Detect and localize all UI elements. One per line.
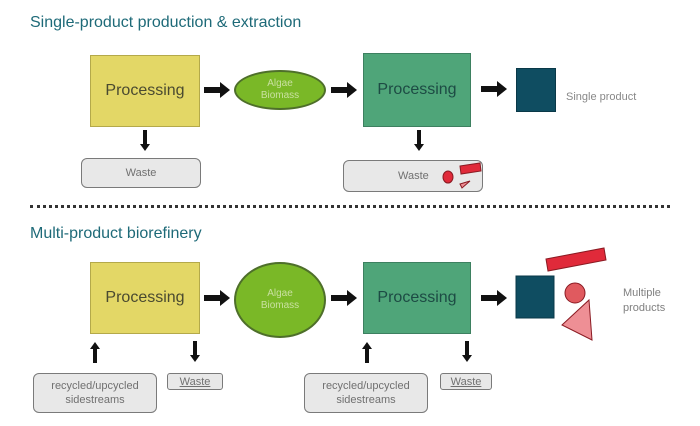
processing-box-2: Processing (363, 53, 471, 127)
sidestreams-box-1: recycled/upcycled sidestreams (33, 373, 157, 413)
arrow-down-icon (190, 341, 200, 362)
single-product-square (516, 68, 556, 112)
sidestreams-line2: sidestreams (65, 394, 125, 406)
arrow-down-icon (462, 341, 472, 362)
algae-biomass-circle: Algae Biomass (234, 262, 326, 338)
waste-label: Waste (125, 167, 157, 179)
product-square (515, 275, 555, 319)
biomass-label-line1: Algae (267, 78, 293, 89)
product-bar (545, 247, 607, 272)
single-product-label: Single product (566, 91, 637, 103)
processing-label: Processing (105, 289, 185, 306)
waste-box-1: Waste (81, 158, 201, 188)
biomass-label-line2: Biomass (260, 90, 300, 101)
waste-box-2: Waste (343, 160, 483, 192)
processing-box-1: Processing (90, 55, 200, 127)
biomass-label-line1: Algae (267, 288, 293, 299)
sidestreams-line1: recycled/upcycled (322, 380, 410, 392)
arrow-right-icon (331, 290, 357, 306)
section-divider (30, 205, 670, 208)
waste-product-shapes-icon (442, 162, 482, 189)
processing-box-3: Processing (90, 262, 200, 334)
arrow-right-icon (481, 81, 507, 97)
sidestreams-line2: sidestreams (336, 394, 396, 406)
waste-label: Waste (398, 170, 429, 182)
algae-biomass-ellipse: Algae Biomass (234, 70, 326, 110)
label-line1: Multiple (623, 287, 661, 299)
arrow-right-icon (331, 82, 357, 98)
processing-label: Processing (377, 289, 457, 306)
waste-label: Waste (179, 375, 211, 388)
product-triangle (561, 298, 593, 341)
arrow-right-icon (204, 82, 230, 98)
section-title-single-product: Single-product production & extraction (30, 14, 302, 31)
processing-label: Processing (377, 81, 457, 98)
multiple-products-label: Multiple products (623, 286, 665, 316)
waste-label: Waste (450, 375, 482, 388)
processing-box-4: Processing (363, 262, 471, 334)
arrow-up-icon (362, 342, 372, 363)
waste-box-3: Waste (167, 373, 223, 390)
arrow-right-icon (204, 290, 230, 306)
section-title-multi-product: Multi-product biorefinery (30, 225, 202, 242)
arrow-down-icon (140, 130, 150, 151)
multiple-products-shapes (515, 247, 607, 341)
processing-label: Processing (105, 82, 185, 99)
arrow-up-icon (90, 342, 100, 363)
waste-box-4: Waste (440, 373, 492, 390)
sidestreams-line1: recycled/upcycled (51, 380, 139, 392)
biomass-label-line2: Biomass (260, 300, 300, 311)
sidestreams-box-2: recycled/upcycled sidestreams (304, 373, 428, 413)
arrow-right-icon (481, 290, 507, 306)
arrow-down-icon (414, 130, 424, 151)
label-line2: products (623, 302, 666, 314)
product-circle (564, 282, 586, 304)
